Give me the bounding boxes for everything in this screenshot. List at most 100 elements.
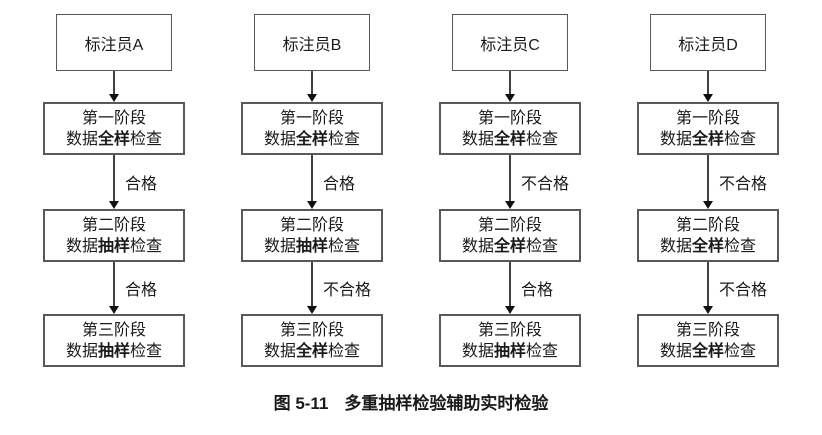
arrow-line bbox=[707, 262, 709, 308]
arrowhead-icon bbox=[505, 306, 515, 314]
stage-detail-post: 检查 bbox=[724, 342, 757, 360]
stage-title: 第二阶段 bbox=[477, 216, 542, 234]
stage-detail-pre: 数据 bbox=[659, 237, 692, 255]
stage-detail-post: 检查 bbox=[328, 342, 361, 360]
arrow-connector: 合格 bbox=[241, 155, 383, 209]
arrowhead-icon bbox=[307, 306, 317, 314]
stage-title: 第二阶段 bbox=[279, 216, 344, 234]
stage-detail: 数据抽样检查 bbox=[264, 236, 360, 257]
stage-detail-post: 检查 bbox=[526, 130, 559, 148]
stage-title: 第三阶段 bbox=[675, 321, 740, 339]
annotator-column-c: 标注员C 第一阶段 数据全样检查 不合格 第二阶段 数据全样检查 合格 第三阶段… bbox=[439, 14, 581, 367]
stage-detail-em: 全样 bbox=[691, 130, 724, 148]
stage-detail: 数据抽样检查 bbox=[66, 236, 162, 257]
stage-detail-em: 全样 bbox=[295, 130, 328, 148]
stage-box: 第一阶段 数据全样检查 bbox=[241, 102, 383, 155]
arrow-label: 合格 bbox=[521, 282, 554, 299]
annotator-box: 标注员C bbox=[452, 14, 568, 71]
stage-box: 第二阶段 数据抽样检查 bbox=[241, 209, 383, 262]
arrowhead-icon bbox=[109, 201, 119, 209]
stage-detail-pre: 数据 bbox=[461, 237, 494, 255]
stage-detail-post: 检查 bbox=[724, 130, 757, 148]
stage-detail-pre: 数据 bbox=[65, 130, 98, 148]
stage-box: 第二阶段 数据全样检查 bbox=[637, 209, 779, 262]
arrowhead-icon bbox=[505, 201, 515, 209]
stage-detail-em: 抽样 bbox=[295, 237, 328, 255]
stage-detail-em: 全样 bbox=[493, 237, 526, 255]
stage-detail-em: 全样 bbox=[97, 130, 130, 148]
arrowhead-icon bbox=[703, 306, 713, 314]
stage-detail: 数据全样检查 bbox=[264, 129, 360, 150]
stage-detail-em: 全样 bbox=[295, 342, 328, 360]
stage-detail-em: 全样 bbox=[691, 342, 724, 360]
annotator-box: 标注员D bbox=[650, 14, 766, 71]
stage-detail-pre: 数据 bbox=[263, 237, 296, 255]
arrowhead-icon bbox=[703, 201, 713, 209]
arrow-connector: 合格 bbox=[439, 262, 581, 314]
arrow-line bbox=[113, 155, 115, 203]
arrow-line bbox=[707, 155, 709, 203]
arrow-label: 不合格 bbox=[323, 282, 372, 299]
annotator-box: 标注员A bbox=[56, 14, 172, 71]
stage-detail-em: 抽样 bbox=[97, 237, 130, 255]
stage-title: 第三阶段 bbox=[81, 321, 146, 339]
annotator-column-b: 标注员B 第一阶段 数据全样检查 合格 第二阶段 数据抽样检查 不合格 第三阶段… bbox=[241, 14, 383, 367]
arrow-connector: 不合格 bbox=[637, 262, 779, 314]
arrow-label: 合格 bbox=[125, 176, 158, 193]
arrow-line bbox=[113, 71, 115, 96]
annotator-label: 标注员A bbox=[84, 36, 144, 54]
stage-detail-post: 检查 bbox=[526, 342, 559, 360]
stage-detail-pre: 数据 bbox=[263, 342, 296, 360]
arrow-connector bbox=[43, 71, 185, 102]
arrow-connector bbox=[637, 71, 779, 102]
arrow-label: 合格 bbox=[125, 282, 158, 299]
stage-box: 第一阶段 数据全样检查 bbox=[439, 102, 581, 155]
stage-box: 第一阶段 数据全样检查 bbox=[43, 102, 185, 155]
annotator-box: 标注员B bbox=[254, 14, 370, 71]
stage-detail: 数据全样检查 bbox=[462, 129, 558, 150]
arrow-connector: 不合格 bbox=[241, 262, 383, 314]
flowchart-diagram: 标注员A 第一阶段 数据全样检查 合格 第二阶段 数据抽样检查 合格 第三阶段 … bbox=[43, 14, 779, 367]
figure-caption-text: 多重抽样检验辅助实时检验 bbox=[344, 394, 549, 413]
arrow-connector: 合格 bbox=[43, 155, 185, 209]
stage-detail-post: 检查 bbox=[328, 237, 361, 255]
arrow-connector: 合格 bbox=[43, 262, 185, 314]
stage-detail: 数据抽样检查 bbox=[462, 341, 558, 362]
arrow-line bbox=[311, 155, 313, 203]
stage-detail: 数据抽样检查 bbox=[66, 341, 162, 362]
stage-title: 第一阶段 bbox=[279, 109, 344, 127]
stage-detail-pre: 数据 bbox=[461, 130, 494, 148]
stage-title: 第一阶段 bbox=[675, 109, 740, 127]
arrow-line bbox=[509, 71, 511, 96]
stage-box: 第一阶段 数据全样检查 bbox=[637, 102, 779, 155]
stage-title: 第三阶段 bbox=[477, 321, 542, 339]
stage-title: 第二阶段 bbox=[81, 216, 146, 234]
arrow-connector: 不合格 bbox=[637, 155, 779, 209]
arrowhead-icon bbox=[505, 94, 515, 102]
arrow-label: 合格 bbox=[323, 176, 356, 193]
stage-detail-pre: 数据 bbox=[461, 342, 494, 360]
stage-title: 第三阶段 bbox=[279, 321, 344, 339]
annotator-column-a: 标注员A 第一阶段 数据全样检查 合格 第二阶段 数据抽样检查 合格 第三阶段 … bbox=[43, 14, 185, 367]
arrow-connector bbox=[241, 71, 383, 102]
stage-detail-em: 抽样 bbox=[493, 342, 526, 360]
stage-title: 第一阶段 bbox=[477, 109, 542, 127]
arrow-line bbox=[311, 262, 313, 308]
annotator-label: 标注员C bbox=[480, 36, 540, 54]
stage-detail: 数据全样检查 bbox=[66, 129, 162, 150]
stage-detail: 数据全样检查 bbox=[660, 236, 756, 257]
stage-box: 第三阶段 数据全样检查 bbox=[637, 314, 779, 367]
stage-detail-pre: 数据 bbox=[659, 130, 692, 148]
stage-detail-em: 抽样 bbox=[97, 342, 130, 360]
stage-detail: 数据全样检查 bbox=[660, 341, 756, 362]
stage-title: 第二阶段 bbox=[675, 216, 740, 234]
stage-detail-pre: 数据 bbox=[65, 237, 98, 255]
annotator-column-d: 标注员D 第一阶段 数据全样检查 不合格 第二阶段 数据全样检查 不合格 第三阶… bbox=[637, 14, 779, 367]
stage-box: 第三阶段 数据抽样检查 bbox=[439, 314, 581, 367]
arrow-label: 不合格 bbox=[719, 282, 768, 299]
arrow-label: 不合格 bbox=[521, 176, 570, 193]
stage-box: 第三阶段 数据全样检查 bbox=[241, 314, 383, 367]
stage-detail: 数据全样检查 bbox=[660, 129, 756, 150]
arrow-line bbox=[707, 71, 709, 96]
arrowhead-icon bbox=[109, 306, 119, 314]
